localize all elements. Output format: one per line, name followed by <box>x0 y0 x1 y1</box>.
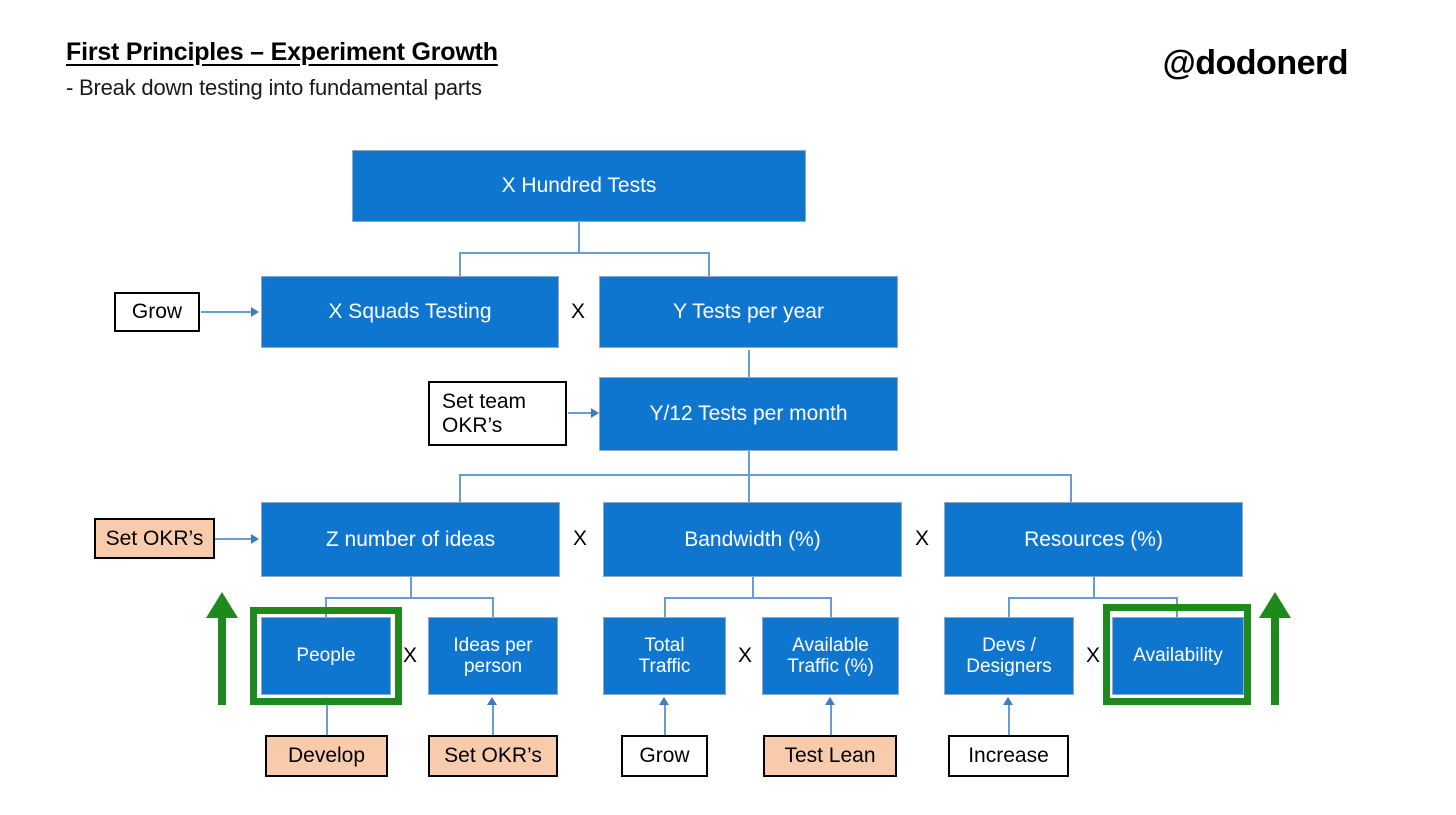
action-grow-traffic[interactable]: Grow <box>621 735 708 777</box>
connector-setokrs-to-ideasperson <box>492 705 494 735</box>
node-x-hundred-tests[interactable]: X Hundred Tests <box>352 150 806 222</box>
connector-resources-stem <box>1093 577 1095 597</box>
growth-arrow-left-head <box>206 592 238 618</box>
node-y-tests-per-year[interactable]: Y Tests per year <box>599 276 898 348</box>
connector-row4-resources-drop <box>1070 474 1072 502</box>
connector-bandwidth-bus <box>664 597 831 599</box>
action-develop[interactable]: Develop <box>265 735 388 777</box>
action-label: Grow <box>639 744 690 768</box>
arrowhead-setokrs-to-ideas <box>251 534 259 544</box>
connector-resources-bus <box>1008 597 1177 599</box>
operator-row4-1: X <box>573 527 588 550</box>
connector-grow-to-total-traffic <box>664 705 666 735</box>
node-label: Available Traffic (%) <box>787 634 874 677</box>
node-label: X Squads Testing <box>328 300 492 324</box>
growth-arrow-left-shaft <box>218 612 226 705</box>
node-resources[interactable]: Resources (%) <box>944 502 1243 577</box>
connector-row4-bandwidth-drop <box>748 474 750 502</box>
action-label: Test Lean <box>784 744 876 768</box>
action-set-okrs-ideas-per-person[interactable]: Set OKR’s <box>428 735 558 777</box>
connector-row2-right-drop <box>708 252 710 276</box>
node-label: X Hundred Tests <box>501 174 657 198</box>
highlight-people <box>250 607 402 705</box>
node-availability[interactable]: Availability <box>1112 617 1244 695</box>
author-handle: @dodonerd <box>1162 44 1349 82</box>
node-label: People <box>296 645 356 667</box>
connector-ideas-stem <box>410 577 412 597</box>
action-increase[interactable]: Increase <box>948 735 1069 777</box>
node-label: Z number of ideas <box>325 527 496 551</box>
arrowhead-grow-to-total-traffic <box>659 697 669 705</box>
node-available-traffic[interactable]: Available Traffic (%) <box>762 617 899 695</box>
action-test-lean[interactable]: Test Lean <box>763 735 897 777</box>
connector-row2-bus <box>459 252 709 254</box>
node-devs-designers[interactable]: Devs / Designers <box>944 617 1074 695</box>
operator-row2: X <box>571 300 586 323</box>
node-label: Total Traffic <box>638 634 691 677</box>
node-y12-tests-per-month[interactable]: Y/12 Tests per month <box>599 377 898 451</box>
operator-row5-3: X <box>1086 644 1101 667</box>
node-label: Bandwidth (%) <box>684 527 821 551</box>
connector-okrs-to-monthly <box>568 412 591 414</box>
action-grow-squads[interactable]: Grow <box>114 292 200 332</box>
connector-grow-to-squads <box>201 311 251 313</box>
action-set-okrs-ideas[interactable]: Set OKR’s <box>94 518 215 559</box>
action-label: Set team OKR’s <box>442 389 527 437</box>
node-label: Y/12 Tests per month <box>649 402 848 426</box>
node-bandwidth[interactable]: Bandwidth (%) <box>603 502 902 577</box>
connector-setokrs-to-ideas <box>213 538 251 540</box>
node-ideas-per-person[interactable]: Ideas per person <box>428 617 558 695</box>
growth-arrow-right-head <box>1259 592 1291 618</box>
action-label: Set OKR’s <box>105 526 204 550</box>
action-label: Grow <box>131 300 183 324</box>
action-label: Develop <box>287 744 366 768</box>
operator-row5-2: X <box>738 644 753 667</box>
node-label: Devs / Designers <box>966 634 1052 677</box>
node-people[interactable]: People <box>261 617 391 695</box>
page-title: First Principles – Experiment Growth <box>66 38 498 66</box>
arrowhead-okrs-to-monthly <box>591 408 599 418</box>
operator-row4-2: X <box>915 527 930 550</box>
connector-testlean-to-available-traffic <box>830 705 832 735</box>
connector-total-traffic-drop <box>664 597 666 617</box>
connector-row2-left-drop <box>459 252 461 276</box>
connector-ideas-per-person-drop <box>492 597 494 617</box>
connector-yearly-to-monthly <box>748 350 750 377</box>
connector-row4-bus <box>459 474 1071 476</box>
node-label: Ideas per person <box>453 634 533 677</box>
action-set-team-okrs[interactable]: Set team OKR’s <box>428 381 567 446</box>
node-total-traffic[interactable]: Total Traffic <box>603 617 726 695</box>
operator-row5-1: X <box>403 644 418 667</box>
connector-ideas-bus <box>325 597 493 599</box>
connector-root-stem <box>578 222 580 252</box>
page-subtitle: - Break down testing into fundamental pa… <box>66 75 482 100</box>
node-label: Resources (%) <box>1024 527 1163 551</box>
arrowhead-grow-to-squads <box>251 307 259 317</box>
node-z-number-of-ideas[interactable]: Z number of ideas <box>261 502 560 577</box>
arrowhead-testlean-to-available-traffic <box>825 697 835 705</box>
action-label: Increase <box>968 744 1049 768</box>
node-label: Y Tests per year <box>673 300 824 324</box>
arrowhead-setokrs-to-ideasperson <box>487 697 497 705</box>
connector-develop-to-people <box>326 705 328 735</box>
connector-monthly-stem <box>748 451 750 474</box>
highlight-availability <box>1103 604 1251 705</box>
node-x-squads-testing[interactable]: X Squads Testing <box>261 276 559 348</box>
connector-devs-drop <box>1008 597 1010 617</box>
action-label: Set OKR’s <box>444 744 542 768</box>
connector-bandwidth-stem <box>752 577 754 597</box>
node-label: Availability <box>1133 645 1223 667</box>
growth-arrow-right-shaft <box>1271 612 1279 705</box>
connector-row4-ideas-drop <box>459 474 461 502</box>
arrowhead-increase-to-devs <box>1003 697 1013 705</box>
connector-available-traffic-drop <box>830 597 832 617</box>
connector-increase-to-devs <box>1008 705 1010 735</box>
